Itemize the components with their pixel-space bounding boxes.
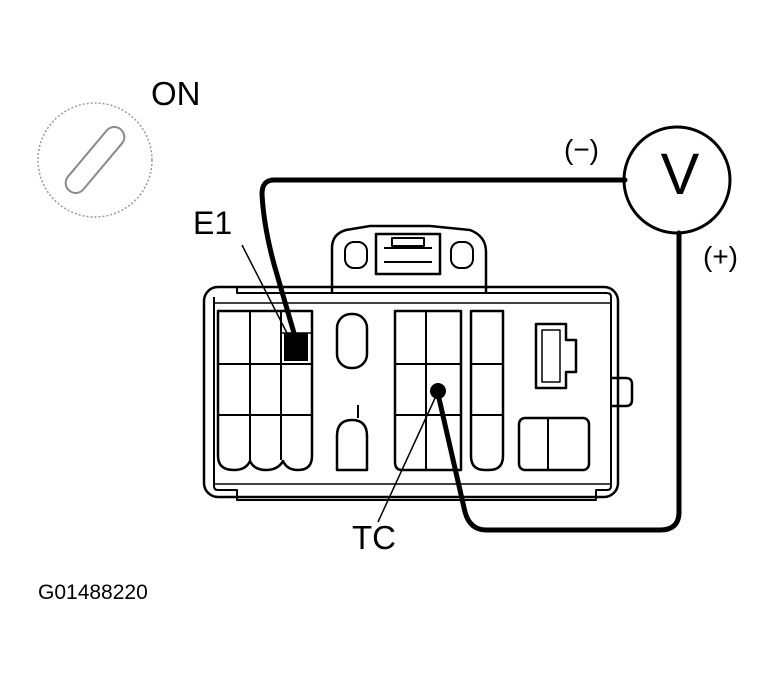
terminal-tc-probe-point [430,383,446,399]
positive-polarity-label: (+) [703,241,738,272]
ignition-on-label: ON [151,75,201,112]
e1-leader-line [241,244,292,342]
figure-code: G01488220 [38,581,148,604]
voltmeter-symbol: V [660,142,700,207]
tc-leader-line [377,395,437,523]
positive-test-lead [435,230,682,533]
negative-polarity-label: (−) [564,134,599,165]
ignition-key-icon [37,102,153,218]
terminal-tc-label: TC [352,519,396,556]
negative-test-lead [259,177,628,343]
diagnostic-connector [202,224,634,501]
terminal-e1-label: E1 [193,205,233,241]
